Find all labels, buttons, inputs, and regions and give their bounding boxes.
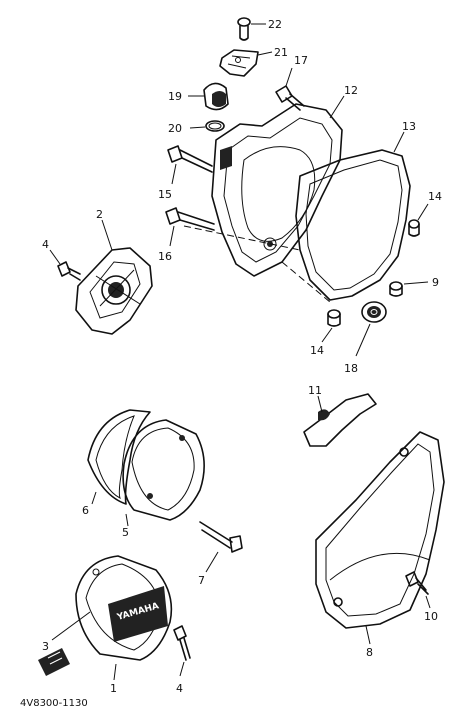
part-10-bolt[interactable] [405,571,429,595]
callout-16: 16 [158,250,172,263]
callout-6: 6 [82,504,89,517]
part-19-cap[interactable] [203,82,229,111]
part-4-bolt-lower[interactable] [173,625,191,661]
callout-20: 20 [168,122,182,135]
part-6-gasket[interactable] [87,409,151,505]
callout-7: 7 [198,574,205,587]
callout-17: 17 [294,54,308,67]
part-14-dowel-lower[interactable] [327,309,341,327]
callout-11: 11 [308,384,322,397]
callout-15: 15 [158,188,172,201]
callout-5: 5 [122,526,129,539]
callout-8: 8 [366,646,373,659]
part-17-bolt[interactable] [275,85,305,111]
part-11-bracket[interactable] [303,393,377,447]
part-7-bolt[interactable] [199,521,243,553]
callout-1: 1 [110,682,117,695]
callout-14-right: 14 [428,190,442,203]
callout-4-lower: 4 [176,682,183,695]
callout-2: 2 [96,208,103,221]
part-21-bracket[interactable] [219,49,259,77]
callout-19: 19 [168,90,182,103]
callout-3: 3 [42,640,49,653]
part-20-o-ring[interactable] [205,120,225,132]
callout-14-lower: 14 [310,344,324,357]
callout-18: 18 [344,362,358,375]
part-16-bolt[interactable] [165,207,215,231]
part-2-cover-plate[interactable] [75,247,153,335]
part-18-oil-seal[interactable] [361,301,387,323]
callout-22: 22 [268,18,282,31]
drawing-code: 4V8300-1130 [20,698,88,709]
callout-10: 10 [424,610,438,623]
part-13-gasket[interactable] [295,149,411,301]
part-9-dowel[interactable] [389,281,403,297]
part-22-bolt[interactable] [237,17,251,41]
part-4-bolt-upper[interactable] [57,261,81,281]
part-8-sprocket-cover[interactable] [315,431,445,629]
callout-4-upper: 4 [42,238,49,251]
part-12-crankcase-cover[interactable] [211,103,343,277]
part-5-generator-cover[interactable] [122,419,205,521]
part-15-bolt[interactable] [167,145,213,173]
callout-9: 9 [432,276,439,289]
part-14-dowel-right[interactable] [408,219,420,237]
callout-12: 12 [344,84,358,97]
part-1-clutch-cover[interactable]: YAMAHA [75,555,173,661]
callout-13: 13 [402,120,416,133]
callout-21: 21 [274,46,288,59]
part-3-emblem[interactable] [38,648,70,676]
